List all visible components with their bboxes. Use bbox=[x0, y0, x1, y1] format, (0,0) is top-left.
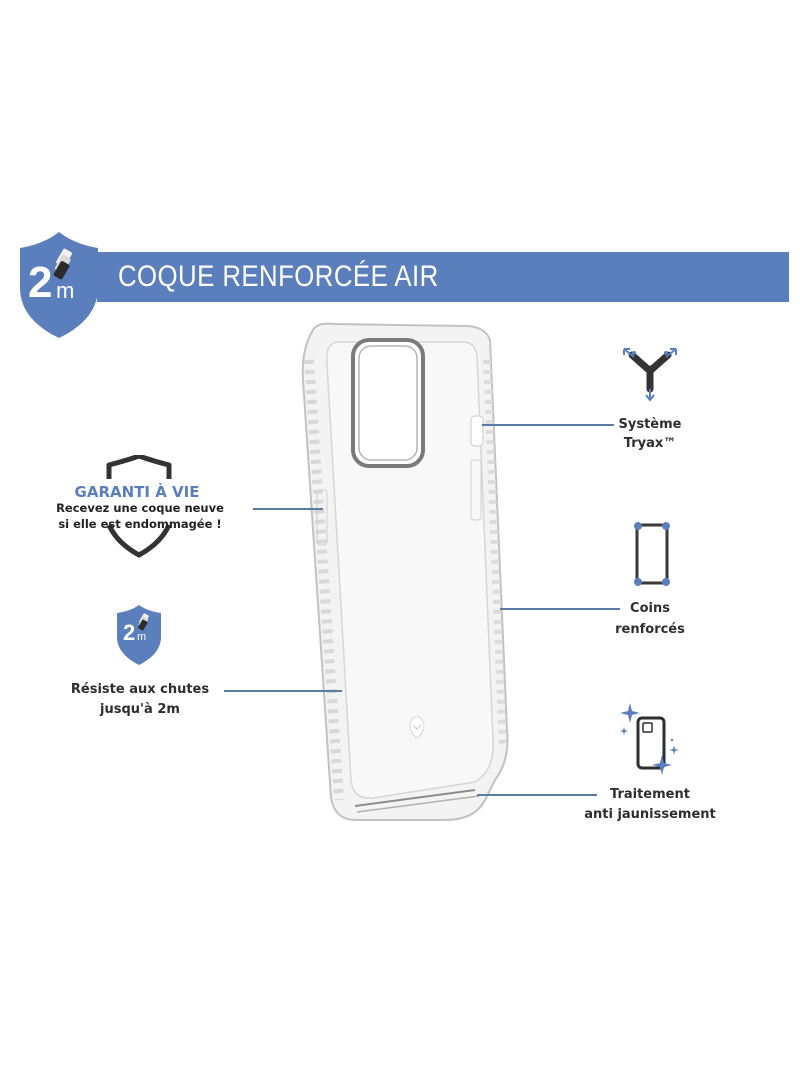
tryax-icon bbox=[620, 345, 680, 407]
drop-badge-number: 2 bbox=[123, 620, 136, 645]
corners-text-line-1: Coins bbox=[630, 601, 670, 616]
anti-yellow-text-line-1: Traitement bbox=[610, 787, 690, 802]
tryax-text-line-1: Système bbox=[618, 417, 682, 432]
tryax-leader-line bbox=[482, 424, 614, 426]
anti-yellow-leader-line bbox=[477, 794, 597, 796]
page-title: COQUE RENFORCÉE AIR bbox=[118, 260, 439, 293]
drop-text-line-2: jusqu'à 2m bbox=[100, 702, 180, 717]
drop-shield-icon bbox=[18, 230, 100, 340]
corners-text-line-2: renforcés bbox=[615, 622, 685, 637]
helmet-logo-icon bbox=[409, 715, 425, 742]
warranty-leader-line bbox=[253, 508, 323, 510]
tryax-text-line-2: Tryax™ bbox=[623, 436, 677, 451]
drop-shield-icon bbox=[116, 604, 162, 670]
warranty-text-line-1: Recevez une coque neuve bbox=[56, 501, 224, 515]
drop-text-line-1: Résiste aux chutes bbox=[70, 682, 210, 697]
warranty-shield-outline-icon bbox=[103, 453, 175, 563]
sparkle-phone-icon bbox=[620, 703, 690, 783]
warranty-title: GARANTI À VIE bbox=[74, 483, 200, 501]
warranty-text-line-2: si elle est endommagée ! bbox=[58, 517, 222, 531]
anti-yellow-text-line-2: anti jaunissement bbox=[584, 807, 716, 822]
title-banner bbox=[97, 252, 789, 302]
reinforced-corners-icon bbox=[632, 520, 672, 592]
drop-badge-unit: m bbox=[137, 631, 147, 643]
drop-leader-line bbox=[224, 690, 342, 692]
badge-number: 2 bbox=[28, 258, 53, 307]
badge-unit: m bbox=[56, 278, 75, 303]
clear-phone-case bbox=[295, 320, 520, 825]
corners-leader-line bbox=[500, 608, 620, 610]
